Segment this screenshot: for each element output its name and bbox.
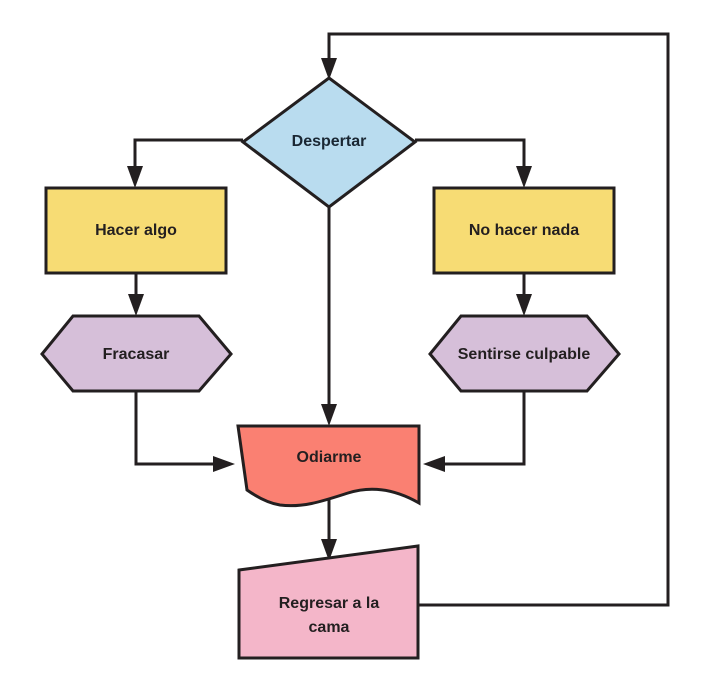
no-hacer-nada-rect-shape[interactable] [432,186,616,275]
edge-no-hacer-nada-to-sentirse-culpable [516,273,532,316]
arrow-head-into-odiarme-left [213,456,235,472]
no-hacer-nada-label: No hacer nada [469,222,579,239]
sentirse-culpable-hexagon-shape[interactable] [428,314,621,393]
edge-hacer-algo-to-fracasar [128,273,144,316]
odiarme-label: Odiarme [297,449,362,466]
edge-despertar-to-hacer-algo [127,138,243,188]
arrow-head-into-despertar [321,58,337,80]
node-odiarme[interactable]: Odiarme [236,424,421,508]
edge-regresar-to-despertar [321,32,670,607]
hacer-algo-rect-shape[interactable] [44,186,228,275]
regresar-label-line-2: cama [309,619,350,636]
arrow-head-into-sentirse-culpable [516,294,532,316]
arrow-head-into-hacer-algo [127,166,143,188]
edge-fracasar-to-odiarme [134,391,235,472]
arrow-head-into-odiarme-right [423,456,445,472]
node-hacer-algo[interactable]: Hacer algo [44,186,228,275]
odiarme-document-shape[interactable] [236,424,421,508]
hacer-algo-label: Hacer algo [95,222,177,239]
regresar-label-line-1: Regresar a la [279,595,380,612]
fracasar-hexagon-shape[interactable] [40,314,233,393]
edge-sentirse-culpable-to-odiarme [423,391,526,472]
despertar-label: Despertar [292,133,367,150]
sentirse-culpable-label: Sentirse culpable [458,346,591,363]
node-no-hacer-nada[interactable]: No hacer nada [432,186,616,275]
arrow-head-into-fracasar [128,294,144,316]
regresar-quadrilateral-shape[interactable] [237,544,420,660]
node-sentirse-culpable[interactable]: Sentirse culpable [428,314,621,393]
node-regresar-a-la-cama[interactable]: Regresar a la cama [237,544,420,660]
node-fracasar[interactable]: Fracasar [40,314,233,393]
arrow-head-into-regresar [321,539,337,561]
edge-despertar-to-no-hacer-nada [415,138,532,188]
node-despertar[interactable]: Despertar [240,76,418,209]
arrow-head-into-odiarme-top [321,404,337,426]
arrow-head-into-no-hacer-nada [516,166,532,188]
fracasar-label: Fracasar [103,346,170,363]
despertar-diamond-shape[interactable] [240,76,418,209]
edge-despertar-to-odiarme [321,207,337,426]
